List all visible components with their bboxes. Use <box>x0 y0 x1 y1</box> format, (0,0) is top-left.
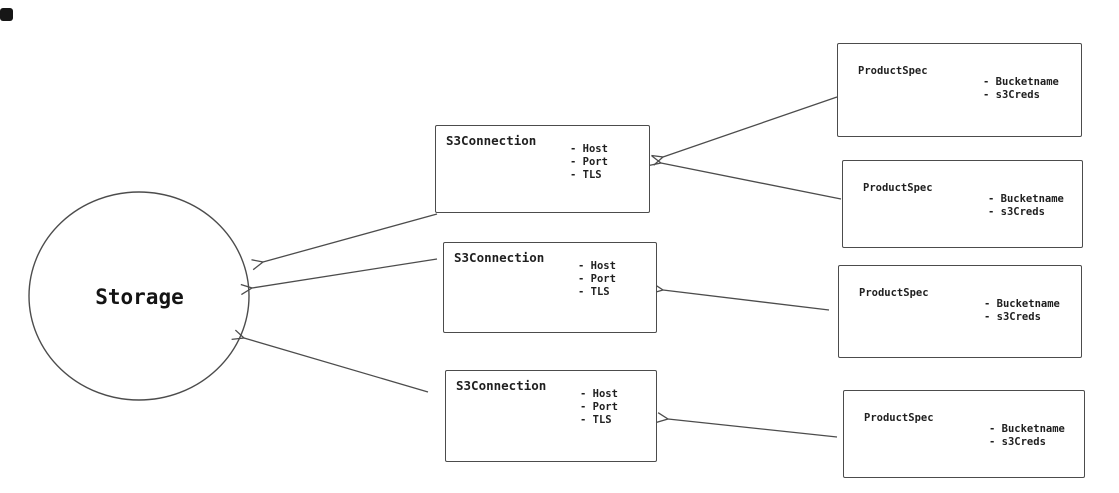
node-attribute: - s3Creds <box>988 206 1045 218</box>
node-attribute: - Port <box>570 156 608 168</box>
node-title: S3Connection <box>454 250 545 265</box>
edge-s3connection1-to-storage[interactable] <box>251 213 438 271</box>
product-spec-node-1[interactable]: ProductSpec - Bucketname - s3Creds <box>837 43 1082 137</box>
node-attribute: - s3Creds <box>983 89 1040 101</box>
edge-productspec3-to-s3connection2[interactable] <box>650 283 830 311</box>
corner-mark <box>0 8 13 21</box>
node-attribute: - TLS <box>580 414 612 426</box>
node-title: ProductSpec <box>863 182 933 194</box>
node-attribute: - Bucketname <box>988 193 1064 205</box>
node-title: S3Connection <box>446 133 537 148</box>
edge-s3connection2-to-storage[interactable] <box>240 258 438 296</box>
s3-connection-node-1[interactable]: S3Connection - Host - Port - TLS <box>435 125 650 213</box>
node-attribute: - TLS <box>570 169 602 181</box>
node-attribute: - Bucketname <box>989 423 1065 435</box>
product-spec-node-2[interactable]: ProductSpec - Bucketname - s3Creds <box>842 160 1083 248</box>
node-title: ProductSpec <box>858 65 928 77</box>
node-attribute: - Host <box>570 143 608 155</box>
node-attribute: - Host <box>580 388 618 400</box>
node-attribute: - s3Creds <box>989 436 1046 448</box>
node-attribute: - Host <box>578 260 616 272</box>
node-attribute: - TLS <box>578 286 610 298</box>
node-title: S3Connection <box>456 378 547 393</box>
edge-productspec2-to-s3connection1[interactable] <box>648 155 842 200</box>
node-attribute: - Port <box>580 401 618 413</box>
node-title: ProductSpec <box>864 412 934 424</box>
node-attribute: - s3Creds <box>984 311 1041 323</box>
edge-s3connection3-to-storage[interactable] <box>231 329 429 393</box>
storage-node-label: Storage <box>95 284 184 309</box>
s3-connection-node-2[interactable]: S3Connection - Host - Port - TLS <box>443 242 657 333</box>
node-attribute: - Bucketname <box>983 76 1059 88</box>
edge-productspec1-to-s3connection1[interactable] <box>651 96 838 166</box>
node-title: ProductSpec <box>859 287 929 299</box>
storage-node-circle[interactable] <box>28 191 250 401</box>
node-attribute: - Port <box>578 273 616 285</box>
node-attribute: - Bucketname <box>984 298 1060 310</box>
s3-connection-node-3[interactable]: S3Connection - Host - Port - TLS <box>445 370 657 462</box>
product-spec-node-4[interactable]: ProductSpec - Bucketname - s3Creds <box>843 390 1085 478</box>
edge-productspec4-to-s3connection3[interactable] <box>655 412 838 438</box>
product-spec-node-3[interactable]: ProductSpec - Bucketname - s3Creds <box>838 265 1082 358</box>
